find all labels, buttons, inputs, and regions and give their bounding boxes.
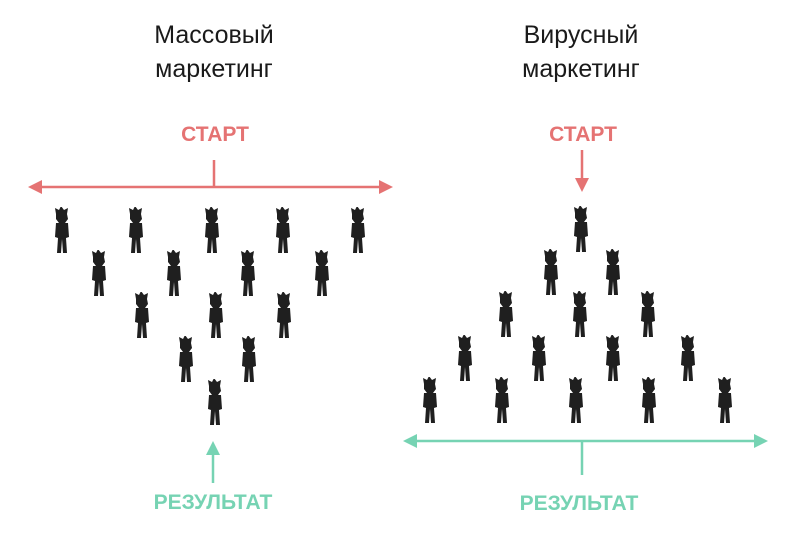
- mass-crowd: [55, 207, 365, 425]
- person-icon: [179, 336, 193, 382]
- mass-marketing-title: Массовый маркетинг: [84, 18, 344, 86]
- person-icon: [92, 250, 106, 296]
- person-icon: [135, 292, 149, 338]
- person-icon: [277, 292, 291, 338]
- person-icon: [209, 292, 223, 338]
- viral-marketing-title-line2: маркетинг: [522, 55, 640, 83]
- person-icon: [351, 207, 365, 253]
- person-icon: [544, 249, 558, 295]
- viral-result-arrow: [403, 434, 768, 475]
- viral-start-label: СТАРТ: [549, 123, 617, 146]
- mass-start-label: СТАРТ: [181, 123, 249, 146]
- viral-start-arrow: [575, 150, 589, 192]
- person-icon: [495, 377, 509, 423]
- viral-marketing-title: Вирусный маркетинг: [451, 18, 711, 86]
- viral-result-label: РЕЗУЛЬТАТ: [519, 492, 639, 515]
- person-icon: [423, 377, 437, 423]
- arrow-icon: [379, 180, 393, 194]
- viral-marketing-title-line1: Вирусный: [523, 21, 639, 49]
- person-icon: [641, 291, 655, 337]
- person-icon: [241, 250, 255, 296]
- mass-marketing-title-line1: Массовый: [154, 21, 274, 49]
- arrow-icon: [206, 441, 220, 455]
- person-icon: [458, 335, 472, 381]
- arrow-icon: [575, 178, 589, 192]
- person-icon: [315, 250, 329, 296]
- person-icon: [573, 291, 587, 337]
- person-icon: [167, 250, 181, 296]
- person-icon: [205, 207, 219, 253]
- person-icon: [129, 207, 143, 253]
- person-icon: [55, 207, 69, 253]
- person-icon: [681, 335, 695, 381]
- person-icon: [532, 335, 546, 381]
- arrow-icon: [28, 180, 42, 194]
- arrow-icon: [754, 434, 768, 448]
- mass-marketing-title-line2: маркетинг: [155, 55, 273, 83]
- person-icon: [718, 377, 732, 423]
- mass-result-arrow: [206, 441, 220, 483]
- person-icon: [606, 249, 620, 295]
- person-icon: [276, 207, 290, 253]
- person-icon: [499, 291, 513, 337]
- person-icon: [642, 377, 656, 423]
- arrow-icon: [403, 434, 417, 448]
- viral-crowd: [423, 206, 732, 423]
- person-icon: [208, 379, 222, 425]
- person-icon: [569, 377, 583, 423]
- person-icon: [606, 335, 620, 381]
- person-icon: [574, 206, 588, 252]
- mass-start-arrow: [28, 160, 393, 194]
- mass-result-label: РЕЗУЛЬТАТ: [153, 491, 273, 514]
- person-icon: [242, 336, 256, 382]
